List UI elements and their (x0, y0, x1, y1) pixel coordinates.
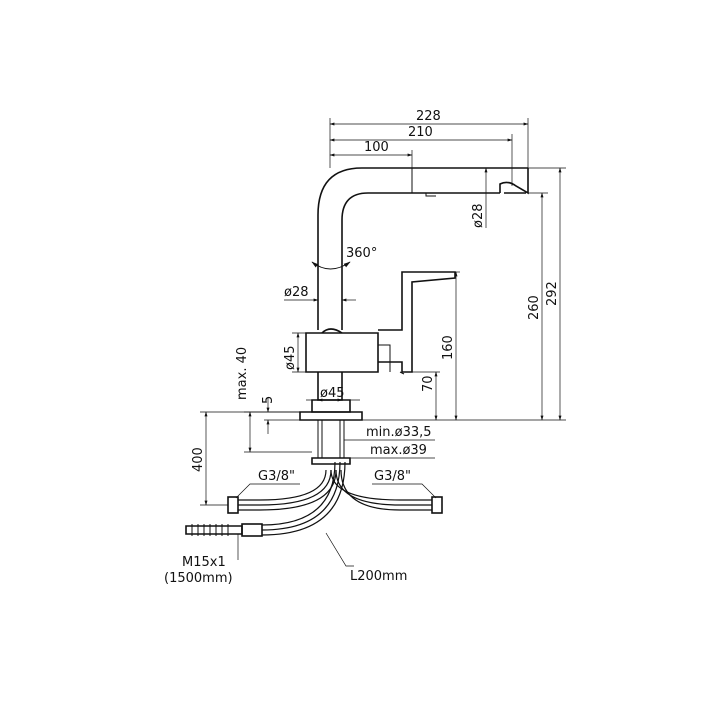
dim-5: 5 (261, 396, 276, 404)
dim-rotation-360: 360° (346, 246, 377, 261)
dim-diameter-45-base: ø45 (320, 386, 345, 401)
dim-210: 210 (408, 125, 433, 140)
faucet-outline (299, 167, 529, 465)
label-g38-left: G3/8" (258, 469, 295, 484)
dim-228: 228 (416, 109, 441, 124)
dim-292: 292 (545, 281, 560, 306)
dim-min-33-5: min.ø33,5 (366, 425, 432, 440)
label-l200mm: L200mm (350, 569, 407, 584)
dim-400: 400 (191, 447, 206, 472)
label-g38-right: G3/8" (374, 469, 411, 484)
dim-diameter-45-side: ø45 (283, 346, 298, 371)
dim-100: 100 (364, 140, 389, 155)
dim-max-39: max.ø39 (370, 443, 427, 458)
label-1500mm: (1500mm) (164, 571, 233, 586)
dim-70: 70 (421, 375, 436, 392)
dimension-labels: 228 210 100 ø28 360° ø28 ø45 ø45 max. 40… (164, 109, 560, 586)
label-m15x1: M15x1 (182, 555, 226, 570)
hoses (185, 461, 443, 537)
dim-max-40: max. 40 (235, 347, 250, 400)
dim-260: 260 (527, 295, 542, 320)
dim-160: 160 (441, 335, 456, 360)
dimension-lines (200, 118, 566, 567)
dim-diameter-28-mid: ø28 (284, 285, 309, 300)
dim-diameter-28-top: ø28 (471, 204, 486, 229)
